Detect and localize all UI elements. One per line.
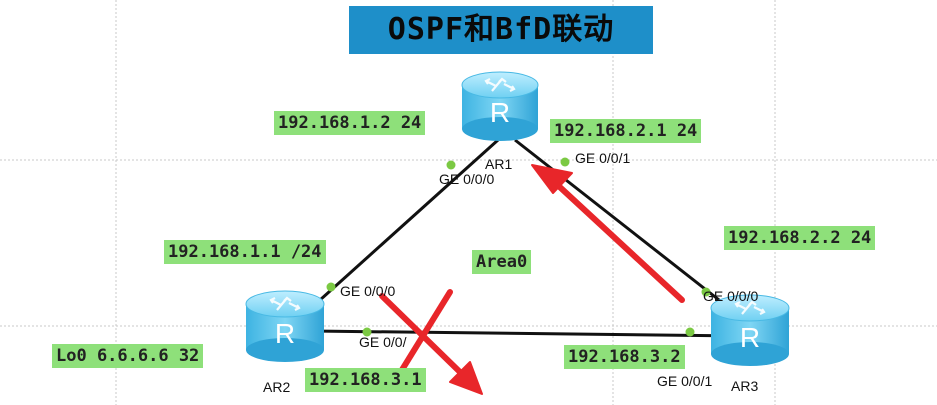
failover-arrow-icon [531, 164, 685, 303]
port-label-ar1-g000: GE 0/0/0 [439, 171, 495, 187]
ip-label-ar2-lo0: Lo0 6.6.6.6 32 [52, 344, 204, 368]
ip-label-ar2-g000: 192.168.1.1 /24 [164, 240, 326, 264]
ip-label-ar3-g000: 192.168.2.2 24 [724, 226, 876, 250]
ip-label-ar3-g001: 192.168.3.2 [564, 345, 685, 369]
area-label: Area0 [472, 250, 532, 274]
port-dot-ar1-g000 [446, 160, 456, 170]
port-dot-ar3-g001 [685, 327, 695, 337]
port-label-ar2-g000: GE 0/0/0 [340, 283, 396, 299]
ip-label-ar2-g001: 192.168.3.1 [305, 368, 426, 392]
svg-text:R: R [740, 322, 760, 353]
router-icon[interactable]: R [245, 290, 325, 362]
router-name-ar2: AR2 [263, 379, 291, 395]
port-label-ar1-g001: GE 0/0/1 [575, 150, 631, 166]
port-label-ar2-g001: GE 0/0/ [359, 334, 407, 350]
links [298, 138, 743, 338]
svg-text:R: R [275, 318, 295, 349]
port-label-ar3-g000: GE 0/0/0 [703, 288, 759, 304]
link-ar2-ar3[interactable] [311, 329, 743, 338]
page-title: OSPF和BfD联动 [349, 6, 653, 54]
router-icon[interactable]: R [710, 294, 790, 366]
port-dot-ar2-g000 [326, 282, 336, 292]
svg-text:R: R [490, 97, 510, 128]
port-dot-ar2-g001 [362, 327, 372, 337]
ip-label-ar1-g000: 192.168.1.2 24 [274, 111, 426, 135]
port-label-ar3-g001: GE 0/0/1 [657, 373, 713, 389]
router-name-ar3: AR3 [731, 378, 759, 394]
port-dot-ar3-g000 [701, 287, 711, 297]
port-dot-ar1-g001 [560, 157, 570, 167]
router-name-ar1: AR1 [485, 156, 513, 172]
port-dots [326, 157, 711, 337]
router-icon[interactable]: R [461, 71, 539, 141]
ip-label-ar1-g001: 192.168.2.1 24 [550, 119, 702, 143]
